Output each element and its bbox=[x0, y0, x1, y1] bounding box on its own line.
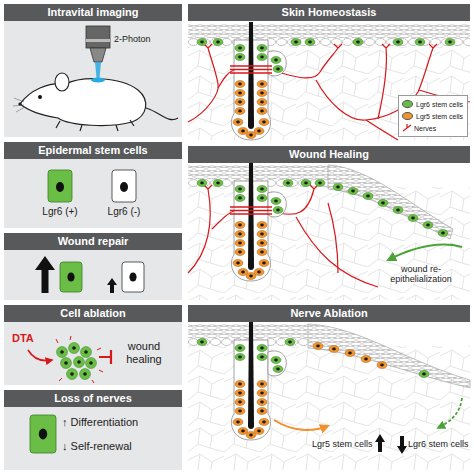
legend-box: Lgr6 stem cellsLgr5 stem cellsNerves bbox=[398, 95, 468, 137]
annotation: wound re-epithelialization bbox=[374, 264, 468, 285]
annotation: Lgr6 stem cells bbox=[408, 439, 469, 449]
legend-text: Nerves bbox=[414, 125, 436, 132]
legend-swatch bbox=[402, 112, 413, 120]
annotation: wound healing bbox=[114, 340, 174, 365]
legend-nerve-sample bbox=[402, 124, 412, 132]
panel-header: Nerve Ablation bbox=[188, 305, 470, 322]
panel-header: Skin Homeostasis bbox=[188, 4, 470, 21]
panel-header: Cell ablation bbox=[4, 305, 182, 322]
annotation: ↓ Self-renewal bbox=[62, 440, 132, 453]
legend-row: Nerves bbox=[402, 122, 464, 134]
panel: Wound repair bbox=[4, 233, 182, 300]
legend-row: Lgr5 stem cells bbox=[402, 110, 464, 122]
legend-swatch bbox=[402, 100, 413, 108]
annotation: DTA bbox=[12, 332, 34, 345]
panel: Intravital imaging bbox=[4, 4, 182, 137]
panel-header: Intravital imaging bbox=[4, 4, 182, 21]
nerve-sample bbox=[403, 124, 411, 131]
legend-text: Lgr5 stem cells bbox=[416, 113, 463, 120]
panel-header: Epidermal stem cells bbox=[4, 142, 182, 159]
panel-header: Wound repair bbox=[4, 233, 182, 250]
annotation: Lgr6 (+) bbox=[35, 206, 85, 218]
annotation: Lgr6 (-) bbox=[99, 206, 149, 218]
panel: Epidermal stem cells bbox=[4, 142, 182, 228]
panel-header: Wound Healing bbox=[188, 146, 470, 163]
annotation: ↑ Differentiation bbox=[62, 416, 138, 429]
legend-row: Lgr6 stem cells bbox=[402, 98, 464, 110]
annotation: 2-Photon bbox=[114, 34, 151, 44]
annotation: Lgr5 stem cells bbox=[312, 439, 373, 449]
panel: Loss of nerves bbox=[4, 390, 182, 470]
legend-text: Lgr6 stem cells bbox=[416, 101, 463, 108]
panel-header: Loss of nerves bbox=[4, 390, 182, 407]
